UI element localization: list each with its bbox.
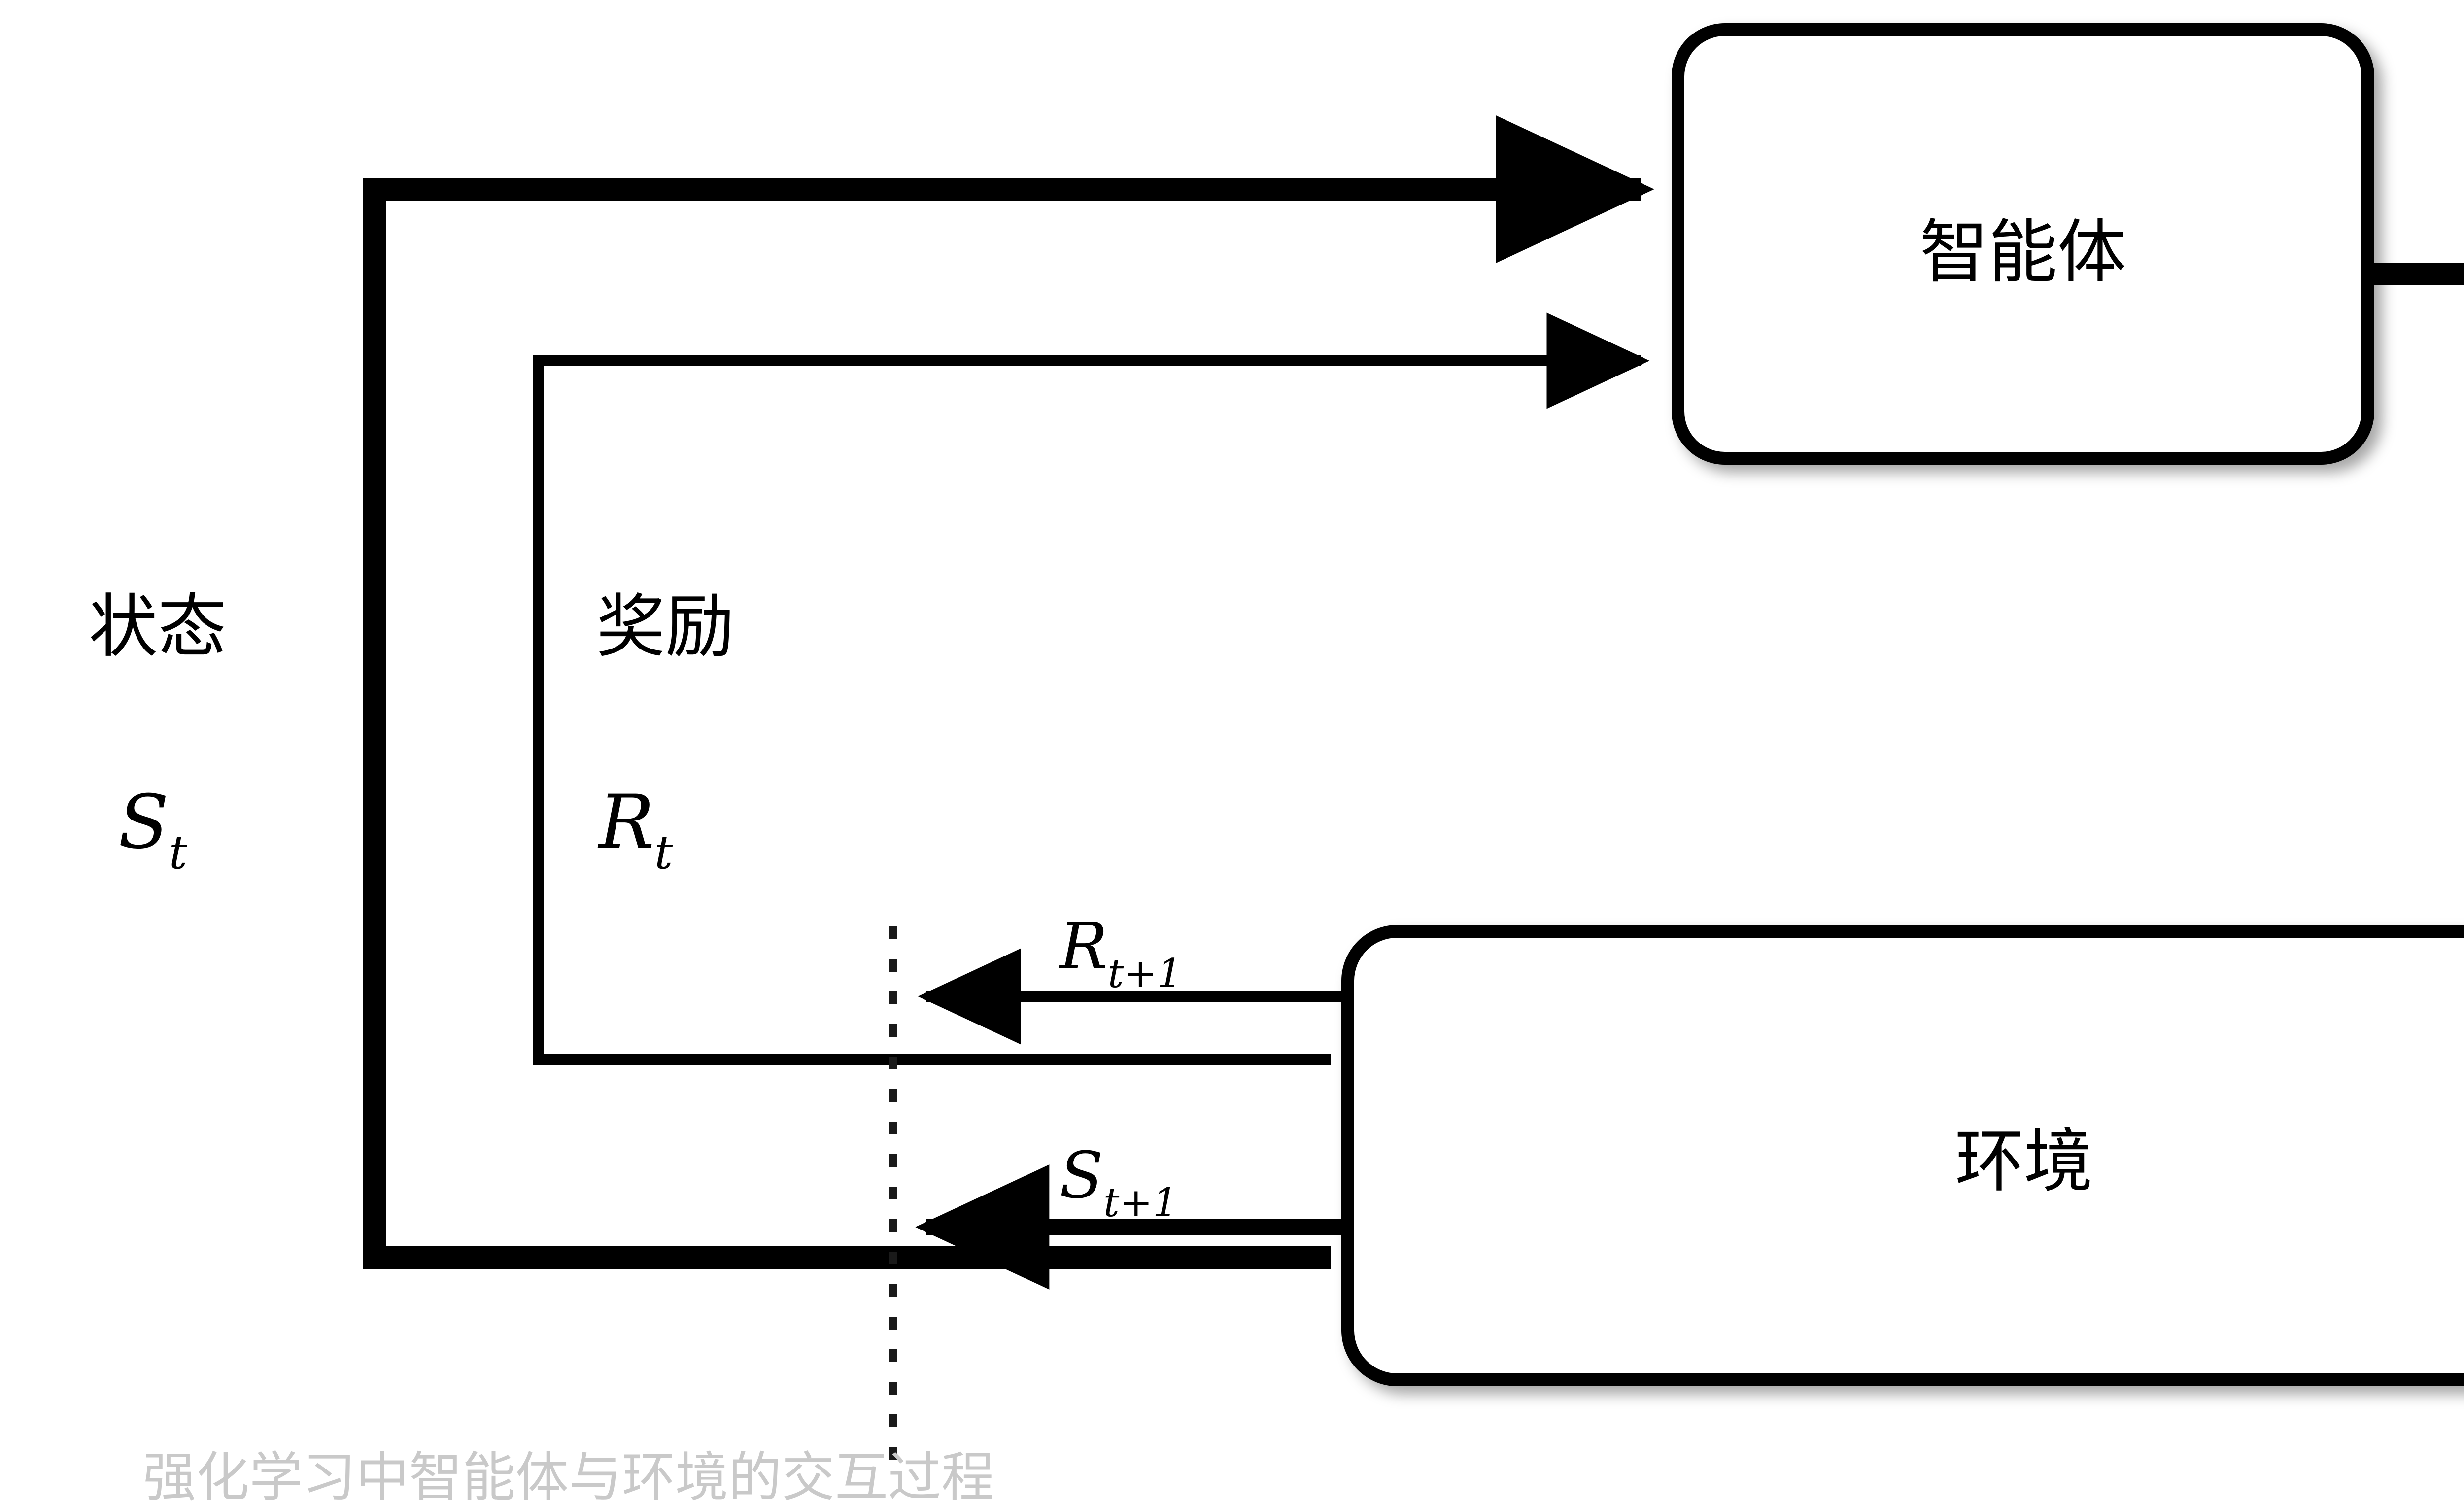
reward-next-base: R	[1059, 909, 1108, 984]
state-label-cn: 状态	[89, 587, 227, 667]
state-symbol: St	[118, 780, 188, 879]
edge-state-feedback	[363, 115, 1654, 1269]
agent-box[interactable]	[1672, 23, 2374, 465]
agent-label: 智能体	[1919, 212, 2126, 293]
environment-box[interactable]	[1341, 925, 2464, 1386]
edge-reward-feedback	[533, 312, 1650, 1065]
diagram-caption: 强化学习中智能体与环境的交互过程	[143, 1447, 994, 1503]
reward-next-symbol: Rt+1	[1059, 909, 1182, 997]
reward-next-sub: t+1	[1108, 951, 1182, 997]
state-next-base: S	[1060, 1138, 1103, 1213]
node-agent[interactable]: 智能体	[1672, 23, 2374, 465]
node-environment[interactable]: 环境	[1341, 925, 2464, 1386]
reward-symbol-sub: t	[654, 826, 673, 879]
environment-label: 环境	[1955, 1122, 2093, 1202]
reward-label-cn: 奖励	[596, 587, 734, 667]
state-next-symbol: St+1	[1060, 1138, 1178, 1226]
label-group-reward: 奖励 Rt	[596, 587, 734, 879]
reward-symbol: Rt	[597, 780, 673, 879]
label-group-state: 状态 St	[89, 587, 227, 879]
state-next-sub: t+1	[1103, 1180, 1178, 1226]
reward-symbol-base: R	[597, 780, 654, 865]
state-symbol-base: S	[118, 780, 169, 865]
state-symbol-sub: t	[169, 826, 188, 879]
